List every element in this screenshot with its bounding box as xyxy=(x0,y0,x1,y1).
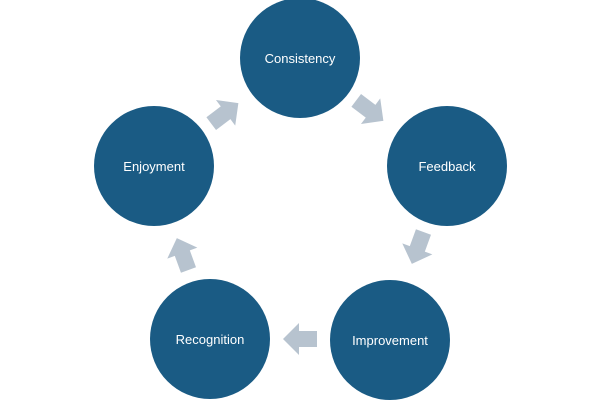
arrow-recognition-to-enjoyment xyxy=(167,238,198,273)
node-enjoyment: Enjoyment xyxy=(94,106,214,226)
arrow-feedback-to-improvement xyxy=(402,229,433,264)
node-improvement: Improvement xyxy=(330,280,450,400)
node-label-consistency: Consistency xyxy=(264,50,336,66)
arrow-enjoyment-to-consistency xyxy=(206,100,239,131)
node-feedback: Feedback xyxy=(387,106,507,226)
node-consistency: Consistency xyxy=(240,0,360,118)
arrow-improvement-to-recognition xyxy=(283,323,317,355)
node-label-recognition: Recognition xyxy=(175,331,245,347)
node-label-improvement: Improvement xyxy=(352,332,428,348)
node-recognition: Recognition xyxy=(150,279,270,399)
node-label-feedback: Feedback xyxy=(418,158,476,174)
node-label-enjoyment: Enjoyment xyxy=(123,158,185,174)
arrow-consistency-to-feedback xyxy=(351,93,384,124)
